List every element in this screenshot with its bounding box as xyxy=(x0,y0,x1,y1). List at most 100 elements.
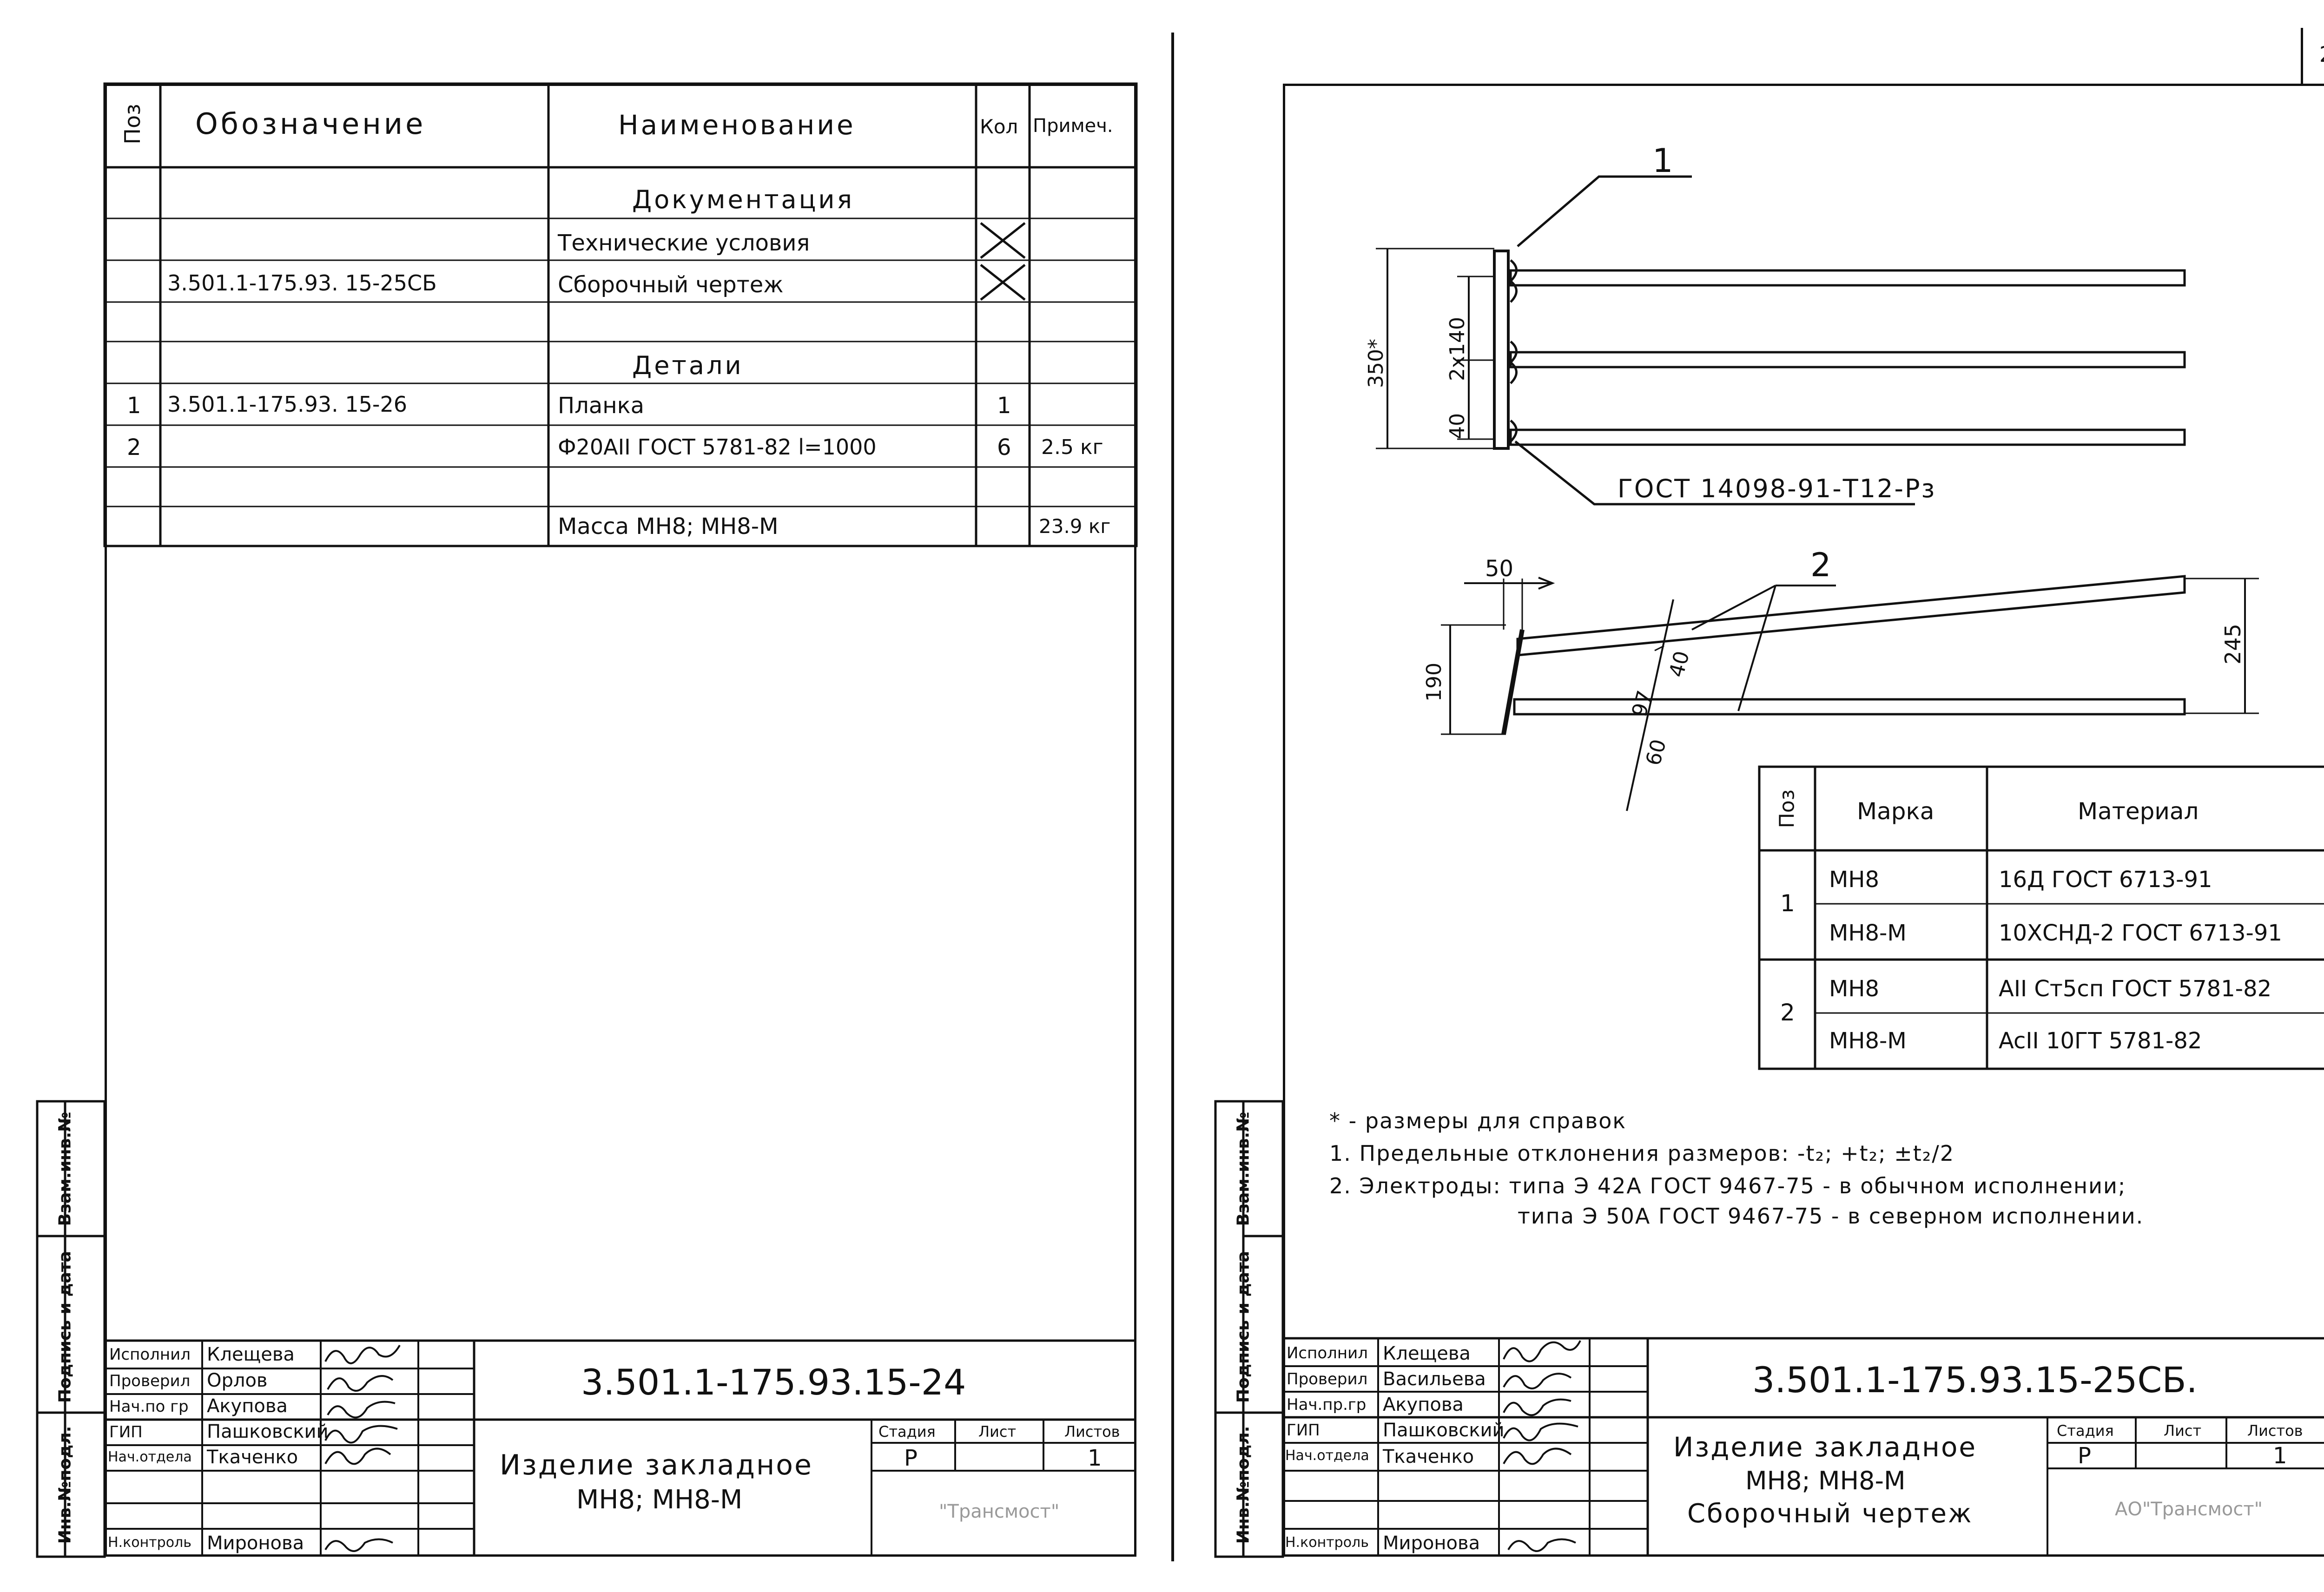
stage-label: Стадия xyxy=(878,1423,936,1441)
person-name: Ткаченко xyxy=(207,1447,298,1468)
person-name: Миронова xyxy=(207,1533,304,1554)
stage-label: Стадия xyxy=(2057,1422,2114,1440)
sheets-label: Листов xyxy=(2247,1422,2303,1440)
person-name: Васильева xyxy=(1383,1368,1486,1390)
left-signatures xyxy=(324,1344,401,1552)
title-line: МН8; МН8-М xyxy=(576,1485,743,1515)
row-pos: 1 xyxy=(127,393,141,419)
title-line: Изделие закладное xyxy=(1673,1431,1977,1463)
section-parts: Детали xyxy=(632,351,744,380)
mat-col-material-header: Материал xyxy=(2078,798,2199,825)
dim-50: 50 xyxy=(1485,556,1513,582)
sheet-separator xyxy=(1171,33,1174,1561)
stage-value: Р xyxy=(904,1445,918,1471)
sheets-value: 1 xyxy=(1088,1445,1102,1471)
role-label: Нач.отдела xyxy=(1285,1447,1369,1464)
mat-row-mark: МН8 xyxy=(1829,867,1880,893)
title-line: Сборочный чертеж xyxy=(1687,1499,1973,1529)
mat-row-pos: 1 xyxy=(1780,890,1795,917)
role-label: Исполнил xyxy=(109,1345,191,1364)
callout-2: 2 xyxy=(1810,546,1831,584)
note-line: 1. Предельные отклонения размеров: -t₂; … xyxy=(1329,1141,1954,1166)
row-name: Планка xyxy=(558,393,644,419)
row-name: Сборочный чертеж xyxy=(558,272,784,298)
row-designation: 3.501.1-175.93. 15-25СБ xyxy=(167,270,437,296)
document-code: 3.501.1-175.93.15-25СБ. xyxy=(1752,1359,2198,1401)
plate-top-view xyxy=(1493,250,1510,450)
role-label: Нач.по гр xyxy=(109,1397,189,1416)
sheets-value: 1 xyxy=(2273,1443,2287,1469)
row-name: Технические условия xyxy=(558,230,810,256)
dim-190: 190 xyxy=(1422,663,1446,702)
person-name: Акупова xyxy=(207,1395,288,1417)
mat-row-mark: МН8 xyxy=(1829,976,1880,1002)
sheet-label: Лист xyxy=(978,1423,1017,1441)
plate-side-view xyxy=(1501,629,1525,735)
title-line: Изделие закладное xyxy=(500,1449,813,1481)
col-designation-header: Обозначение xyxy=(195,107,426,141)
note-line: * - размеры для справок xyxy=(1329,1108,1627,1133)
mat-row-material: 16Д ГОСТ 6713-91 xyxy=(1999,867,2212,893)
stage-value: Р xyxy=(2078,1443,2091,1469)
person-name: Ткаченко xyxy=(1383,1446,1474,1467)
right-frame xyxy=(1283,84,2324,1557)
role-label: Проверил xyxy=(1287,1370,1368,1388)
col-qty-header: Кол xyxy=(980,115,1018,138)
row-qty: 6 xyxy=(997,434,1011,460)
role-label: ГИП xyxy=(109,1423,143,1441)
dim-245: 245 xyxy=(2220,624,2245,664)
person-name: Клещева xyxy=(207,1344,295,1365)
callout-1: 1 xyxy=(1652,142,1673,180)
note-line: типа Э 50А ГОСТ 9467-75 - в северном исп… xyxy=(1518,1204,2144,1229)
col-name-header: Наименование xyxy=(618,109,856,141)
dim-350: 350* xyxy=(1364,339,1388,388)
section-docs: Документация xyxy=(632,185,854,214)
bar-middle xyxy=(1509,351,2186,368)
mat-row-pos: 2 xyxy=(1780,999,1795,1026)
document-code: 3.501.1-175.93.15-24 xyxy=(581,1362,966,1403)
title-line: МН8; МН8-М xyxy=(1745,1466,1906,1495)
role-label: Н.контроль xyxy=(108,1534,191,1551)
person-name: Пашковский xyxy=(1383,1420,1505,1441)
mat-col-mark-header: Марка xyxy=(1857,798,1934,825)
col-note-header: Примеч. xyxy=(1033,115,1113,137)
role-label: Нач.отдела xyxy=(108,1449,192,1465)
row-pos: 2 xyxy=(127,434,141,460)
role-label: Нач.пр.гр xyxy=(1287,1395,1367,1414)
mat-row-mark: МН8-М xyxy=(1829,1028,1907,1054)
bar-inclined xyxy=(1516,575,2186,657)
organization: "Трансмост" xyxy=(939,1501,1060,1522)
person-name: Миронова xyxy=(1383,1533,1480,1554)
organization: АО"Трансмост" xyxy=(2115,1499,2263,1520)
person-name: Пашковский xyxy=(207,1421,329,1442)
role-label: Исполнил xyxy=(1287,1344,1368,1362)
mat-row-mark: МН8-М xyxy=(1829,920,1907,946)
page-number-divider xyxy=(2301,28,2303,84)
row-designation: 3.501.1-175.93. 15-26 xyxy=(167,392,408,417)
bar-straight xyxy=(1513,698,2186,716)
sheets-label: Листов xyxy=(1064,1423,1120,1441)
dim-40-left: 40 xyxy=(1446,413,1469,439)
dim-2x140: 2х140 xyxy=(1446,317,1469,381)
mass-label: Масса МН8; МН8-М xyxy=(558,513,779,539)
row-note: 2.5 кг xyxy=(1041,435,1103,459)
role-label: Н.контроль xyxy=(1285,1534,1369,1551)
note-line: 2. Электроды: типа Э 42А ГОСТ 9467-75 - … xyxy=(1329,1173,2126,1198)
role-label: ГИП xyxy=(1287,1421,1320,1440)
person-name: Акупова xyxy=(1383,1394,1464,1415)
person-name: Орлов xyxy=(207,1370,268,1391)
page-number: 20 xyxy=(2319,42,2324,67)
mat-row-material: AII Ст5сп ГОСТ 5781-82 xyxy=(1999,976,2272,1002)
mat-row-material: 10ХСНД-2 ГОСТ 6713-91 xyxy=(1999,920,2282,946)
sheet-label: Лист xyxy=(2164,1422,2202,1440)
right-signatures xyxy=(1503,1340,1581,1552)
bar-top xyxy=(1509,269,2186,287)
person-name: Клещева xyxy=(1383,1343,1471,1364)
